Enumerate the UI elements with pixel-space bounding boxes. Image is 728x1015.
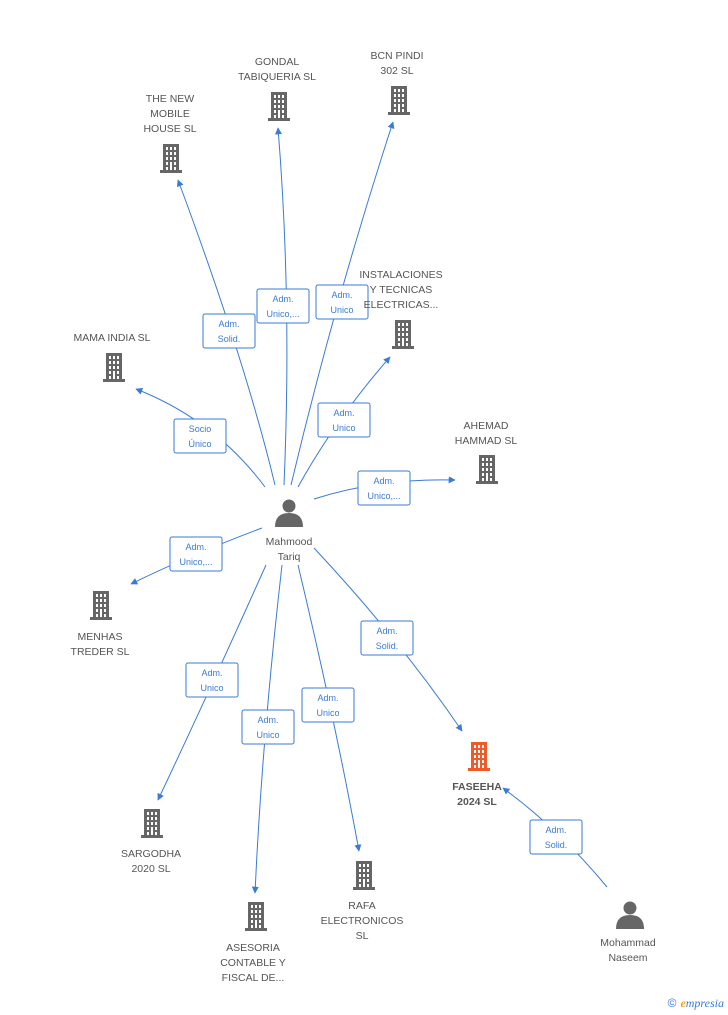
- company-bcn-label-line: 302 SL: [380, 65, 413, 77]
- company-sargodha-label-line: 2020 SL: [131, 863, 170, 875]
- copyright-icon: ©: [667, 996, 677, 1010]
- company-mamaindia-label: MAMA INDIA SL: [73, 332, 150, 344]
- brand-initial: e: [680, 996, 686, 1010]
- relation-role-text: Unico,...: [367, 491, 400, 501]
- building-icon-bcn[interactable]: [388, 86, 410, 115]
- company-sargodha-label-line: SARGODHA: [121, 848, 181, 860]
- relation-role-text: Solid.: [545, 840, 568, 850]
- relation-role-text: Solid.: [376, 641, 399, 651]
- relation-badge-tariq-newmobile[interactable]: Adm. Solid.: [202, 313, 256, 349]
- relation-role-text: Único: [188, 439, 211, 449]
- company-instalaciones-label-line: INSTALACIONES: [359, 269, 442, 281]
- company-asesoria-label-line: FISCAL DE...: [222, 972, 285, 984]
- company-rafa-label-line: RAFA: [348, 900, 375, 912]
- company-ahemad-label-line: AHEMAD: [464, 420, 509, 432]
- company-gondal-label-line: GONDAL: [255, 56, 300, 68]
- relation-badge-tariq-sargodha[interactable]: Adm. Unico: [185, 662, 239, 698]
- company-rafa-label: RAFA ELECTRONICOS SL: [321, 900, 404, 942]
- company-newmobile-label-line: THE NEW: [146, 93, 195, 105]
- relation-role-text: Unico: [316, 708, 339, 718]
- company-mamaindia-label-line: MAMA INDIA SL: [73, 332, 150, 344]
- company-bcn-label: BCN PINDI 302 SL: [370, 50, 423, 77]
- relation-role-text: Unico,...: [179, 557, 212, 567]
- company-newmobile-label: THE NEW MOBILE HOUSE SL: [143, 93, 196, 135]
- relation-role-text: Adm.: [317, 693, 338, 703]
- relation-role-text: Unico: [330, 305, 353, 315]
- company-menhas-label: MENHAS TREDER SL: [71, 631, 130, 658]
- company-menhas-label-line: MENHAS: [78, 631, 123, 643]
- building-icon-asesoria[interactable]: [245, 902, 267, 931]
- company-ahemad-label: AHEMAD HAMMAD SL: [455, 420, 518, 447]
- relation-role-text: Adm.: [218, 319, 239, 329]
- relation-role-text: Adm.: [545, 825, 566, 835]
- building-icon-gondal[interactable]: [268, 92, 290, 121]
- building-icon-instalaciones[interactable]: [392, 320, 414, 349]
- relation-badge-tariq-faseeha[interactable]: Adm. Solid.: [360, 620, 414, 656]
- company-asesoria-label: ASESORIA CONTABLE Y FISCAL DE...: [220, 942, 286, 984]
- building-icon-faseeha[interactable]: [468, 742, 490, 771]
- building-icon-newmobile[interactable]: [160, 144, 182, 173]
- company-menhas-label-line: TREDER SL: [71, 646, 130, 658]
- person-naseem-label-line: Naseem: [608, 952, 647, 964]
- company-asesoria-label-line: ASESORIA: [226, 942, 280, 954]
- relation-role-text: Adm.: [201, 668, 222, 678]
- relation-role-text: Socio: [189, 424, 212, 434]
- relation-badge-tariq-asesoria[interactable]: Adm. Unico: [241, 709, 295, 745]
- person-tariq-label-line: Tariq: [278, 551, 301, 563]
- company-rafa-label-line: ELECTRONICOS: [321, 915, 404, 927]
- building-icon-menhas[interactable]: [90, 591, 112, 620]
- copyright-notice: ©empresia: [668, 996, 724, 1011]
- relation-role-text: Adm.: [333, 408, 354, 418]
- company-faseeha-label-line: 2024 SL: [457, 796, 497, 808]
- building-icon-rafa[interactable]: [353, 861, 375, 890]
- relation-role-text: Adm.: [185, 542, 206, 552]
- relation-role-text: Adm.: [257, 715, 278, 725]
- relation-badge-tariq-rafa[interactable]: Adm. Unico: [301, 687, 355, 723]
- relation-role-text: Adm.: [373, 476, 394, 486]
- company-faseeha-label: FASEEHA 2024 SL: [452, 781, 502, 808]
- relation-badge-tariq-gondal[interactable]: Adm. Unico,...: [256, 288, 310, 324]
- person-tariq-label-line: Mahmood: [266, 536, 313, 548]
- company-instalaciones-label-line: Y TECNICAS: [370, 284, 433, 296]
- company-gondal-label: GONDAL TABIQUERIA SL: [238, 56, 316, 83]
- relation-role-text: Unico,...: [266, 309, 299, 319]
- company-bcn-label-line: BCN PINDI: [370, 50, 423, 62]
- company-sargodha-label: SARGODHA 2020 SL: [121, 848, 181, 875]
- relation-role-text: Unico: [200, 683, 223, 693]
- relation-badge-tariq-menhas[interactable]: Adm. Unico,...: [169, 536, 223, 572]
- company-instalaciones-label: INSTALACIONES Y TECNICAS ELECTRICAS...: [359, 269, 442, 311]
- company-gondal-label-line: TABIQUERIA SL: [238, 71, 316, 83]
- company-newmobile-label-line: MOBILE: [150, 108, 190, 120]
- relation-role-text: Unico: [332, 423, 355, 433]
- person-icon-tariq[interactable]: [275, 499, 303, 528]
- company-faseeha-label-line: FASEEHA: [452, 781, 502, 793]
- company-newmobile-label-line: HOUSE SL: [143, 123, 196, 135]
- relation-badge-tariq-bcn[interactable]: Adm. Unico: [315, 284, 369, 320]
- company-rafa-label-line: SL: [356, 930, 369, 942]
- company-asesoria-label-line: CONTABLE Y: [220, 957, 286, 969]
- relation-badge-tariq-instalaciones[interactable]: Adm. Unico: [317, 402, 371, 438]
- building-icon-sargodha[interactable]: [141, 809, 163, 838]
- relation-role-text: Solid.: [218, 334, 241, 344]
- relation-role-text: Adm.: [331, 290, 352, 300]
- relation-badge-naseem-faseeha[interactable]: Adm. Solid.: [529, 819, 583, 855]
- company-instalaciones-label-line: ELECTRICAS...: [364, 299, 439, 311]
- relation-role-text: Unico: [256, 730, 279, 740]
- relation-role-text: Adm.: [376, 626, 397, 636]
- building-icon-ahemad[interactable]: [476, 455, 498, 484]
- relation-role-text: Adm.: [272, 294, 293, 304]
- building-icon-mamaindia[interactable]: [103, 353, 125, 382]
- brand-name: mpresia: [685, 996, 724, 1010]
- person-icon-naseem[interactable]: [616, 901, 644, 930]
- relation-badge-tariq-ahemad[interactable]: Adm. Unico,...: [357, 470, 411, 506]
- person-naseem-label-line: Mohammad: [600, 937, 656, 949]
- company-ahemad-label-line: HAMMAD SL: [455, 435, 518, 447]
